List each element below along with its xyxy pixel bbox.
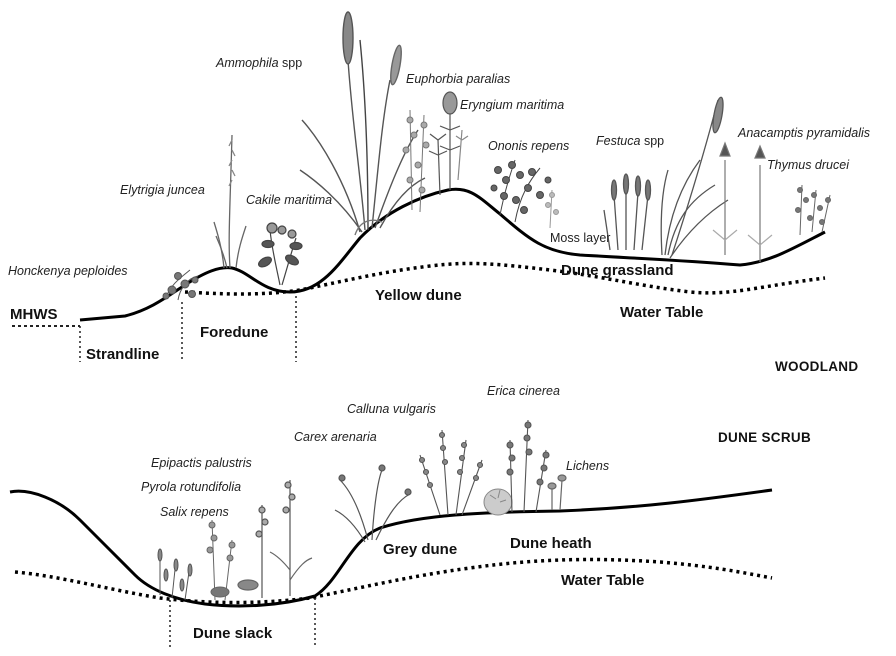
eryngium-label: Eryngium maritima	[460, 98, 564, 112]
erica-label: Erica cinerea	[487, 384, 560, 398]
grey-dune-label: Grey dune	[383, 541, 457, 558]
elytrigia-label: Elytrigia juncea	[120, 183, 205, 197]
ononis-plant	[491, 160, 551, 222]
festuca-genus: Festuca	[596, 134, 640, 148]
elytrigia-plant	[214, 135, 246, 268]
carex-label: Carex arenaria	[294, 430, 377, 444]
pyrola-plant	[207, 520, 235, 600]
bottom-water-table-label: Water Table	[561, 572, 644, 589]
top-water-table-line	[185, 263, 825, 294]
moss-layer-label: Moss layer	[550, 231, 610, 245]
lichen-clump	[484, 489, 512, 515]
ammophila-suffix: spp	[279, 56, 303, 70]
woodland-label: WOODLAND	[775, 359, 858, 374]
ononis-label: Ononis repens	[488, 139, 569, 153]
dune-slack-label: Dune slack	[193, 625, 272, 642]
dune-scrub-label: DUNE SCRUB	[718, 430, 811, 445]
thymus-plant	[796, 185, 831, 235]
cakile-label: Cakile maritima	[246, 193, 332, 207]
honckenya-label: Honckenya peploides	[8, 264, 128, 278]
lichens-plant	[548, 475, 566, 510]
epipactis-label: Epipactis palustris	[151, 456, 252, 470]
dune-grassland-label: Dune grassland	[561, 262, 674, 279]
pyrola-label: Pyrola rotundifolia	[141, 480, 241, 494]
carex-plant	[335, 465, 411, 542]
euphorbia-label: Euphorbia paralias	[406, 72, 510, 86]
epipactis-plant	[238, 480, 312, 598]
ammophila-genus: Ammophila	[216, 56, 279, 70]
cakile-plant	[257, 223, 302, 285]
mhws-label: MHWS	[10, 306, 58, 323]
thymus-label: Thymus drucei	[767, 158, 849, 172]
bottom-profile	[10, 420, 772, 648]
ononis-flower-sprig	[546, 190, 559, 228]
festuca-plant	[604, 174, 651, 250]
festuca-label: Festuca spp	[596, 134, 664, 148]
yellow-dune-label: Yellow dune	[375, 287, 462, 304]
anacamptis-plant	[713, 143, 772, 262]
ammophila-label: Ammophila spp	[216, 56, 302, 70]
erica-plant	[507, 420, 549, 512]
strandline-label: Strandline	[86, 346, 159, 363]
honckenya-plant	[163, 270, 198, 300]
bottom-water-table-line	[15, 560, 772, 603]
calluna-label: Calluna vulgaris	[347, 402, 436, 416]
dune-heath-label: Dune heath	[510, 535, 592, 552]
foredune-label: Foredune	[200, 324, 268, 341]
festuca-suffix: spp	[640, 134, 664, 148]
top-water-table-label: Water Table	[620, 304, 703, 321]
salix-label: Salix repens	[160, 505, 229, 519]
anacamptis-label: Anacamptis pyramidalis	[738, 126, 870, 140]
lichens-label: Lichens	[566, 459, 609, 473]
calluna-plant	[420, 430, 483, 515]
